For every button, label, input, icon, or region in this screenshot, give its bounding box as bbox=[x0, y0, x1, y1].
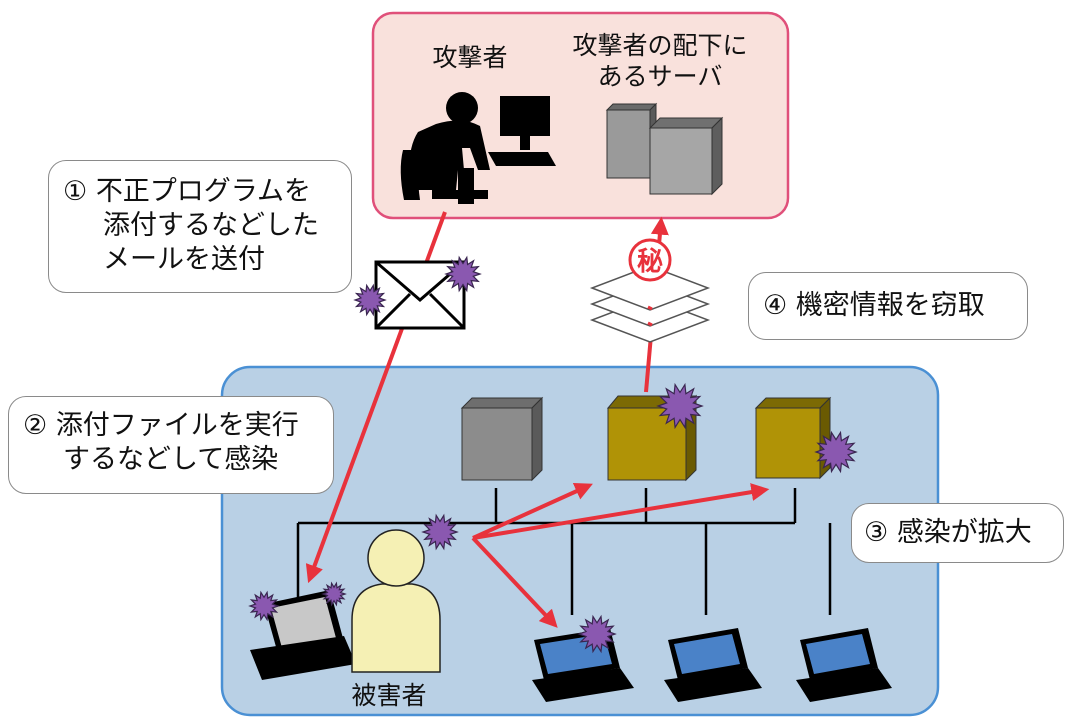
step-2-line-2: するなどして感染 bbox=[63, 444, 279, 475]
step-3-callout: ③ 感染が拡大 bbox=[851, 503, 1064, 563]
step-2-line-1: ② 添付ファイルを実行 bbox=[23, 410, 299, 441]
server-icon bbox=[460, 396, 544, 482]
attacker-server-label: 攻撃者の配下に あるサーバ bbox=[560, 30, 760, 92]
infected-server-icon bbox=[754, 396, 832, 480]
virus-icon bbox=[444, 255, 482, 293]
laptop-icon bbox=[250, 590, 356, 680]
laptop-icon bbox=[796, 628, 892, 702]
attacker-server-label-line-2: あるサーバ bbox=[597, 62, 723, 91]
virus-icon bbox=[421, 513, 459, 551]
laptop-icon bbox=[664, 628, 762, 702]
virus-icon bbox=[814, 430, 858, 474]
lan-cable bbox=[296, 488, 832, 615]
virus-layer bbox=[248, 255, 858, 654]
step-3-line-1: ③ 感染が拡大 bbox=[864, 517, 1032, 548]
step-1-line-2: 添付するなどした bbox=[103, 210, 319, 241]
secret-stamp-text: 秘 bbox=[637, 246, 663, 277]
virus-icon bbox=[656, 382, 704, 430]
step-4-line-1: ④ 機密情報を窃取 bbox=[763, 290, 985, 321]
virus-icon bbox=[321, 581, 347, 607]
attacker-label: 攻撃者 bbox=[432, 43, 508, 72]
victim-label: 被害者 bbox=[351, 681, 427, 710]
step-1-line-3: メールを送付 bbox=[103, 244, 265, 275]
person-at-computer-icon bbox=[400, 92, 556, 204]
document-stack-icon bbox=[589, 265, 711, 343]
virus-icon bbox=[353, 283, 387, 317]
attacker-server-label-line-1: 攻撃者の配下に bbox=[572, 31, 748, 60]
secret-stamp-icon: 秘 bbox=[628, 238, 672, 282]
step-4-callout: ④ 機密情報を窃取 bbox=[748, 272, 1028, 340]
step-1-line-1: ① 不正プログラムを bbox=[63, 176, 312, 207]
step-2-callout: ② 添付ファイルを実行 するなどして感染 bbox=[8, 396, 334, 494]
virus-icon bbox=[577, 614, 617, 654]
step-1-callout: ① 不正プログラムを 添付するなどした メールを送付 bbox=[48, 160, 352, 293]
server-icon bbox=[605, 102, 724, 196]
person-icon bbox=[351, 529, 441, 673]
virus-icon bbox=[248, 590, 280, 622]
